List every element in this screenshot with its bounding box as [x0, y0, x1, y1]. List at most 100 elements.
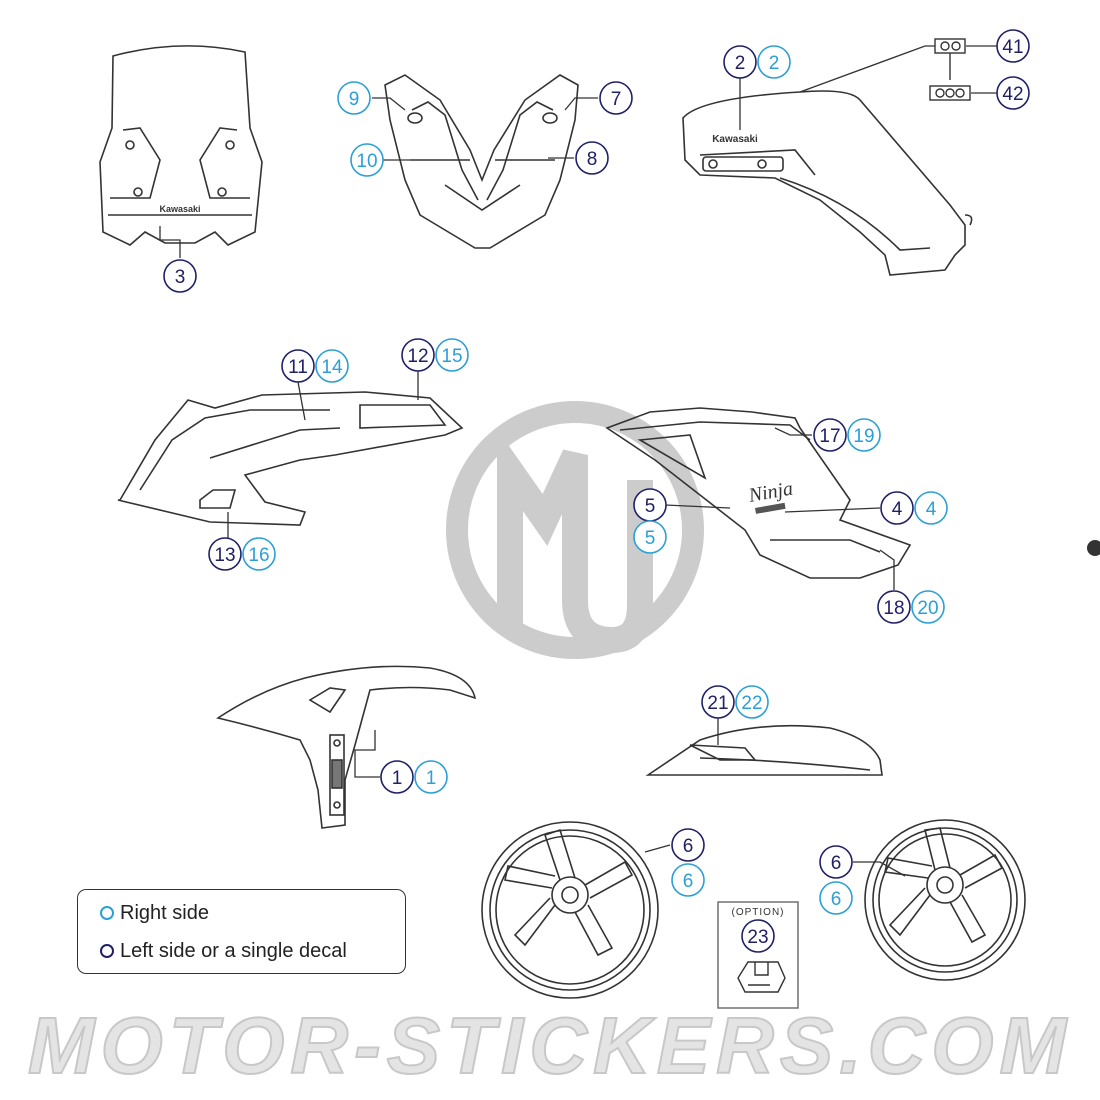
- callout-circle: [281, 349, 315, 383]
- callout-7-left: 7: [599, 81, 633, 115]
- callout-number: 7: [611, 89, 622, 110]
- callout-number: 5: [645, 496, 656, 517]
- callout-6-right: 6: [819, 881, 853, 915]
- callout-42-left: 42: [996, 76, 1030, 110]
- callout-8-left: 8: [575, 141, 609, 175]
- callout-2-right: 2: [757, 45, 791, 79]
- callout-circle: [380, 760, 414, 794]
- callout-circle: [163, 259, 197, 293]
- callout-number: 12: [407, 346, 428, 367]
- callout-16-right: 16: [242, 537, 276, 571]
- callout-19-right: 19: [847, 418, 881, 452]
- callout-number: 2: [735, 53, 746, 74]
- callout-circle: [735, 685, 769, 719]
- callout-circle: [701, 685, 735, 719]
- callout-number: 41: [1002, 37, 1023, 58]
- option-label: (OPTION): [732, 907, 785, 918]
- callout-circle: [819, 881, 853, 915]
- site-watermark: MOTOR-STICKERS.COM: [27, 1000, 1073, 1091]
- left-side-fairing-part: [117, 391, 464, 526]
- callout-1-right: 1: [414, 760, 448, 794]
- callout-number: 19: [853, 426, 874, 447]
- callout-circle: [813, 418, 847, 452]
- callout-number: 6: [683, 871, 694, 892]
- legend-box: Right side Left side or a single decal: [77, 889, 406, 974]
- callout-12-left: 12: [401, 338, 435, 372]
- callout-circle: [315, 349, 349, 383]
- callout-circle: [414, 760, 448, 794]
- callout-circle: [757, 45, 791, 79]
- side-cover-brand-text: Ninja: [746, 478, 795, 508]
- small-decal-icons: [929, 38, 971, 101]
- callout-circle: [599, 81, 633, 115]
- callout-number: 16: [248, 545, 269, 566]
- callout-number: 1: [426, 768, 437, 789]
- callout-number: 9: [349, 89, 360, 110]
- callout-1-left: 1: [380, 760, 414, 794]
- legend-row-right: Right side: [100, 900, 209, 926]
- callout-2-left: 2: [723, 45, 757, 79]
- callout-number: 6: [831, 889, 842, 910]
- callout-9-right: 9: [337, 81, 371, 115]
- callout-circle: [847, 418, 881, 452]
- callout-6-left: 6: [819, 845, 853, 879]
- callout-5-left: 5: [633, 488, 667, 522]
- seat-cowl-part: [645, 724, 883, 776]
- callout-number: 21: [707, 693, 728, 714]
- upper-cowl-part: [384, 74, 579, 249]
- legend-right-label: Right side: [120, 901, 209, 924]
- windscreen-part: [99, 45, 263, 246]
- callout-circle: [208, 537, 242, 571]
- callout-circle: [671, 863, 705, 897]
- edge-marker: [1087, 540, 1100, 556]
- callout-13-left: 13: [208, 537, 242, 571]
- callout-circle: [996, 76, 1030, 110]
- center-logo-watermark: [446, 401, 704, 659]
- callout-23-left: 23: [741, 919, 775, 953]
- callout-number: 3: [175, 267, 186, 288]
- callout-number: 13: [214, 545, 235, 566]
- windscreen-brand-text: Kawasaki: [159, 204, 200, 214]
- callout-circle: [741, 919, 775, 953]
- callout-circle: [435, 338, 469, 372]
- callout-circle: [401, 338, 435, 372]
- legend-left-label: Left side or a single decal: [120, 939, 347, 962]
- callout-11-left: 11: [281, 349, 315, 383]
- callout-circle: [880, 491, 914, 525]
- callout-number: 23: [747, 927, 768, 948]
- callout-circle: [633, 520, 667, 554]
- leader-lines: [159, 45, 997, 877]
- callout-6-right: 6: [671, 863, 705, 897]
- callout-21-left: 21: [701, 685, 735, 719]
- callout-number: 17: [819, 426, 840, 447]
- callout-20-right: 20: [911, 590, 945, 624]
- left-side-legend-icon: [100, 944, 114, 958]
- callout-17-left: 17: [813, 418, 847, 452]
- callout-number: 14: [321, 357, 343, 378]
- side-cover-model-strip: [755, 502, 786, 514]
- callout-circle: [819, 845, 853, 879]
- callout-circle: [911, 590, 945, 624]
- callout-14-right: 14: [315, 349, 349, 383]
- callout-5-right: 5: [633, 520, 667, 554]
- callout-number: 6: [683, 836, 694, 857]
- callout-number: 20: [917, 598, 938, 619]
- callout-number: 11: [288, 357, 308, 378]
- front-fender-part: [216, 665, 477, 829]
- callout-number: 42: [1002, 84, 1023, 105]
- callout-6-left: 6: [671, 828, 705, 862]
- callout-4-right: 4: [914, 491, 948, 525]
- callout-number: 1: [392, 768, 403, 789]
- front-wheel-part: [481, 821, 659, 999]
- callout-circle: [350, 143, 384, 177]
- right-side-cover-part: [605, 407, 912, 579]
- callout-number: 22: [741, 693, 762, 714]
- callout-circle: [242, 537, 276, 571]
- callout-15-right: 15: [435, 338, 469, 372]
- callout-circle: [996, 29, 1030, 63]
- callout-circle: [671, 828, 705, 862]
- callout-number: 6: [831, 853, 842, 874]
- callout-number: 8: [587, 149, 598, 170]
- callout-number: 15: [441, 346, 462, 367]
